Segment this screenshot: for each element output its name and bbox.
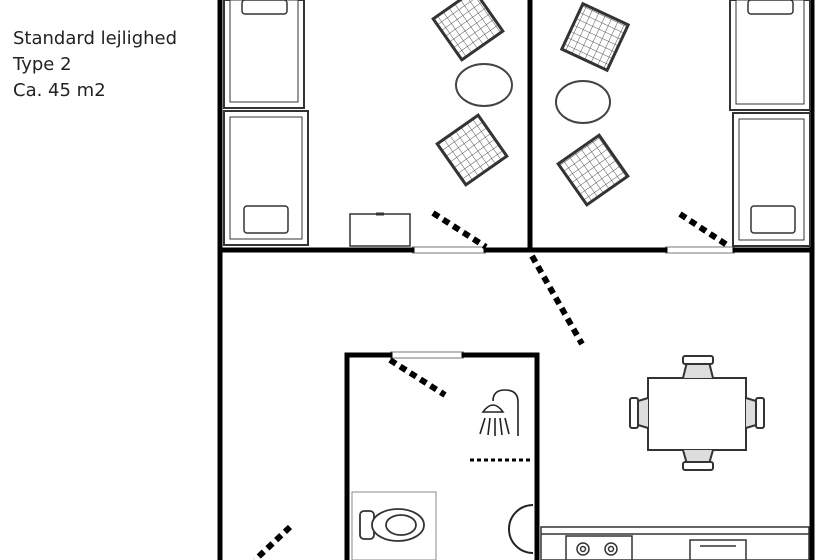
dining-table <box>647 377 747 451</box>
dining-chair-left <box>629 397 649 429</box>
armchairs <box>431 0 631 207</box>
apartment-title: Standard lejlighed <box>13 28 178 49</box>
cabinet <box>349 212 411 247</box>
dining-set <box>629 355 765 471</box>
door-swing-bedroom-left <box>431 210 488 250</box>
armchair-right-bottom <box>556 133 630 207</box>
door-openings <box>390 246 735 359</box>
door-swing-hall <box>529 254 585 346</box>
armchair-right-top <box>559 1 631 73</box>
dining-chair-right <box>745 397 765 429</box>
apartment-type: Type 2 <box>13 54 72 75</box>
kitchen-counter <box>540 526 810 560</box>
door-swings <box>252 210 732 560</box>
armchair-left-top <box>431 0 505 62</box>
bed-right-bottom <box>732 112 811 247</box>
side-table-right <box>555 80 611 124</box>
beds <box>223 0 811 247</box>
toilet-icon <box>351 491 437 560</box>
shower-icon <box>479 389 519 436</box>
stove-icon <box>565 535 633 560</box>
apartment-area: Ca. 45 m2 <box>13 80 106 101</box>
walls <box>217 0 815 560</box>
bed-left-top <box>223 0 305 109</box>
bed-right-top <box>729 0 811 111</box>
bed-left-bottom <box>223 110 309 246</box>
dining-chair-bottom <box>682 449 714 471</box>
sink-icon <box>689 539 747 560</box>
apartment-info: Standard lejlighed Type 2 Ca. 45 m2 <box>13 26 177 104</box>
washbasin-icon <box>508 504 534 554</box>
side-table-left <box>455 63 513 107</box>
door-swing-bedroom-right <box>678 211 732 250</box>
door-swing-entrance <box>252 524 293 560</box>
door-swing-bathroom <box>388 357 447 398</box>
dining-chair-top <box>682 355 714 379</box>
armchair-left-bottom <box>435 113 509 187</box>
